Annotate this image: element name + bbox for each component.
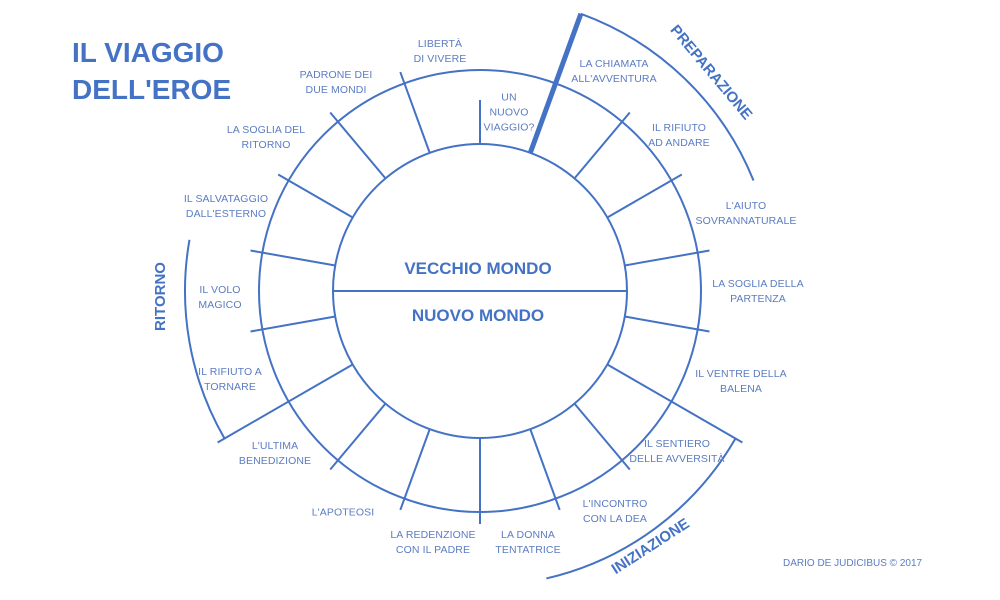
stage-line: PARTENZA [730, 293, 786, 305]
stage-label: LA SOGLIA DEL RITORNO [227, 123, 305, 153]
stage-label: L'INCONTRO CON LA DEA [583, 497, 648, 527]
stage-line: PADRONE DEI [299, 69, 373, 81]
stage-line: TENTATRICE [495, 544, 561, 556]
stage-line: MAGICO [198, 299, 242, 311]
stage-line: L'ULTIMA [251, 440, 299, 452]
stage-label: IL SENTIERO DELLE AVVERSITÀ [629, 437, 724, 467]
stage-line: TORNARE [204, 381, 256, 393]
stage-spoke [399, 428, 431, 511]
stage-spoke [250, 249, 336, 267]
stage-line: IL RIFIUTO [651, 122, 707, 134]
diagram-title: IL VIAGGIO DELL'EROE [72, 34, 231, 108]
stage-line: RITORNO [241, 139, 291, 151]
stage-line: IL RIFIUTO A [198, 366, 262, 378]
stage-label: IL SALVATAGGIO DALL'ESTERNO [184, 192, 268, 222]
old-world-label: VECCHIO MONDO [404, 259, 552, 278]
stage-line: L'APOTEOSI [311, 506, 375, 519]
stage-label: L'APOTEOSI [312, 506, 375, 521]
stage-line: IL VOLO [199, 284, 241, 296]
stage-line: UN [501, 91, 517, 104]
stage-spoke [624, 249, 710, 267]
phase-boundary-spoke [606, 363, 743, 444]
stage-spoke [399, 71, 431, 154]
stage-line: NUOVO [489, 106, 529, 119]
stage-spoke [624, 315, 710, 333]
stage-line: IL SALVATAGGIO [183, 193, 269, 205]
stage-label: LA REDENZIONE CON IL PADRE [390, 528, 475, 558]
stage-label: IL VENTRE DELLA BALENA [695, 367, 787, 397]
phase-return: RITORNO [151, 262, 169, 331]
stage-label: LA SOGLIA DELLA PARTENZA [712, 277, 803, 307]
stage-label: L'ULTIMA BENEDIZIONE [239, 439, 311, 469]
stage-label: PADRONE DEI DUE MONDI [300, 68, 373, 98]
phase-boundary-spoke [527, 12, 584, 154]
stage-line: DI VIVERE [413, 53, 467, 65]
stage-spoke [606, 173, 683, 219]
stage-line: IL VENTRE DELLA [695, 368, 787, 380]
stage-line: ALL'AVVENTURA [571, 73, 657, 85]
stage-line: LA REDENZIONE [390, 529, 476, 541]
stage-spoke [529, 428, 561, 511]
author-credit: DARIO DE JUDICIBUS © 2017 [783, 558, 923, 569]
stage-label: LA CHIAMATA ALL'AVVENTURA [571, 57, 656, 87]
stage-line: LA SOGLIA DEL [226, 124, 306, 136]
title-line-1: IL VIAGGIO [72, 37, 224, 68]
stage-line: LIBERTÀ [417, 38, 463, 50]
stage-label: IL RIFIUTO AD ANDARE [648, 121, 710, 151]
stage-line: CON LA DEA [582, 513, 648, 525]
stage-line: DUE MONDI [305, 84, 367, 96]
stage-spoke [329, 402, 387, 471]
stage-line: CON IL PADRE [395, 544, 471, 556]
stage-line: VIAGGIO? [483, 121, 535, 134]
stage-label: IL RIFIUTO A TORNARE [198, 365, 262, 395]
stage-label: L'AIUTO SOVRANNATURALE [696, 199, 797, 229]
stage-line: BENEDIZIONE [238, 455, 312, 467]
stage-line: LA CHIAMATA [579, 58, 649, 70]
stage-line: IL SENTIERO [643, 438, 711, 450]
stage-line: BALENA [719, 383, 763, 395]
initiation-arc [546, 437, 737, 580]
stage-spoke [573, 402, 631, 471]
stage-line: L'INCONTRO [582, 498, 648, 510]
stage-spoke [277, 173, 354, 219]
stage-line: L'AIUTO [725, 200, 767, 212]
preparation-arc [580, 12, 755, 181]
stage-label: IL VOLO MAGICO [198, 283, 241, 313]
stage-line: AD ANDARE [648, 137, 710, 149]
stage-label: LA DONNA TENTATRICE [495, 528, 560, 558]
stage-label: LIBERTÀ DI VIVERE [414, 37, 467, 67]
stage-label: UN NUOVO VIAGGIO? [484, 91, 535, 136]
stage-spoke [573, 111, 631, 180]
stage-line: DELLE AVVERSITÀ [629, 453, 725, 465]
stage-line: LA SOGLIA DELLA [712, 278, 804, 290]
title-line-2: DELL'EROE [72, 74, 232, 105]
stage-line: LA DONNA [501, 529, 555, 541]
new-world-label: NUOVO MONDO [411, 306, 545, 325]
phase-boundary-spoke [217, 363, 354, 444]
return-arc [184, 239, 226, 439]
stage-spoke [250, 315, 336, 333]
stage-line: DALL'ESTERNO [185, 208, 267, 220]
stage-spoke [329, 111, 387, 180]
stage-line: SOVRANNATURALE [695, 215, 797, 227]
